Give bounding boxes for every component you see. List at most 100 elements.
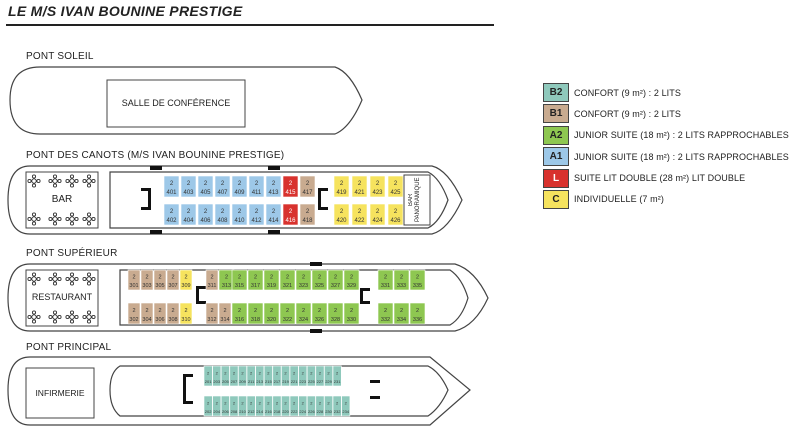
legend-row-a2: A2 JUNIOR SUITE (18 m²) : 2 LITS RAPPROCH… [543, 125, 789, 146]
cabin-berths: 2 [158, 308, 161, 314]
cabin-berths: 2 [286, 274, 289, 280]
cabin-number: 218 [274, 409, 281, 414]
cabin-number: 208 [231, 409, 238, 414]
cabin-berths: 2 [255, 209, 259, 215]
hull-canots [7, 165, 463, 235]
cabin-number: 216 [265, 409, 272, 414]
cabin-fill [153, 302, 167, 325]
cabin-number: 309 [181, 283, 190, 289]
cabin-berths: 2 [310, 370, 313, 375]
superstructure-canots [109, 171, 449, 229]
cabin-fill [333, 175, 350, 198]
cabin-number: 207 [231, 379, 238, 384]
cabin-number: 407 [217, 190, 228, 196]
cabin-fill [163, 175, 180, 198]
cabin-fill [393, 302, 410, 325]
legend-swatch: B1 [543, 104, 569, 124]
cabin-berths: 2 [286, 308, 289, 314]
cabin-fill [324, 395, 333, 417]
bar-table [27, 212, 41, 226]
cabin-berths: 2 [224, 400, 227, 405]
cabin-berths: 2 [416, 274, 419, 280]
cabin-fill [272, 395, 282, 417]
cabin-number: 201 [205, 379, 212, 384]
deck-label-principal: PONT PRINCIPAL [26, 342, 112, 353]
cabin-fill [409, 269, 426, 291]
cabin-berths: 2 [254, 274, 257, 280]
cabin-fill [327, 302, 344, 325]
cabin-berths: 2 [254, 308, 257, 314]
cabin-berths: 2 [210, 274, 213, 280]
cabin-berths: 2 [238, 308, 241, 314]
cabin-fill [263, 302, 280, 325]
cabin-berths: 2 [241, 370, 244, 375]
cabin-fill [163, 203, 180, 226]
cabin-fill [279, 269, 296, 291]
cabin-fill [333, 203, 350, 226]
stairs-icon [318, 188, 328, 191]
cabin-berths: 2 [223, 308, 226, 314]
cabin-number: 414 [268, 218, 279, 224]
cabin-fill [387, 203, 404, 226]
cabin-berths: 2 [334, 308, 337, 314]
legend-text: CONFORT (9 m²) : 2 LITS [574, 87, 681, 98]
panoramic-bar-label: BAR PANORAMIQUE [408, 177, 421, 222]
cabin-berths: 2 [171, 274, 174, 280]
cabin-number: 417 [302, 190, 313, 196]
cabin-fill [231, 175, 248, 198]
cabin-berths: 2 [267, 370, 270, 375]
cabin-number: 314 [220, 317, 229, 323]
cabin-berths: 2 [233, 400, 236, 405]
infirmerie-area [25, 367, 95, 419]
cabin-number: 220 [282, 409, 289, 414]
cabin-berths: 2 [334, 274, 337, 280]
cabin-fill [341, 395, 351, 417]
cabin-309: 2 309 [179, 269, 193, 291]
cabin-fill [332, 395, 342, 417]
legend-text: JUNIOR SUITE (18 m²) : 2 LITS RAPPROCHAB… [574, 130, 789, 141]
cabin-number: 335 [413, 283, 422, 289]
cabin-number: 406 [200, 218, 211, 224]
cabin-berths: 2 [233, 370, 236, 375]
cabin-berths: 2 [184, 274, 187, 280]
stairs-icon [150, 166, 162, 170]
cabin-number: 215 [265, 379, 272, 384]
cabin-number: 324 [299, 317, 308, 323]
deck-label-superieur: PONT SUPÉRIEUR [26, 248, 118, 259]
cabin-fill [299, 203, 316, 226]
cabin-number: 210 [239, 409, 246, 414]
cabin-fill [166, 302, 180, 325]
cabin-fill [272, 365, 282, 387]
stairs-icon [141, 188, 151, 191]
cabin-berths: 2 [276, 400, 279, 405]
legend-swatch: A2 [543, 125, 569, 145]
cabin-218: 2 218 [272, 395, 282, 417]
cabin-berths: 2 [416, 308, 419, 314]
stairs-icon [310, 262, 322, 266]
cabin-berths: 2 [170, 181, 174, 187]
cabin-berths: 2 [384, 308, 387, 314]
cabin-berths: 2 [259, 400, 262, 405]
cabin-number: 401 [166, 190, 177, 196]
